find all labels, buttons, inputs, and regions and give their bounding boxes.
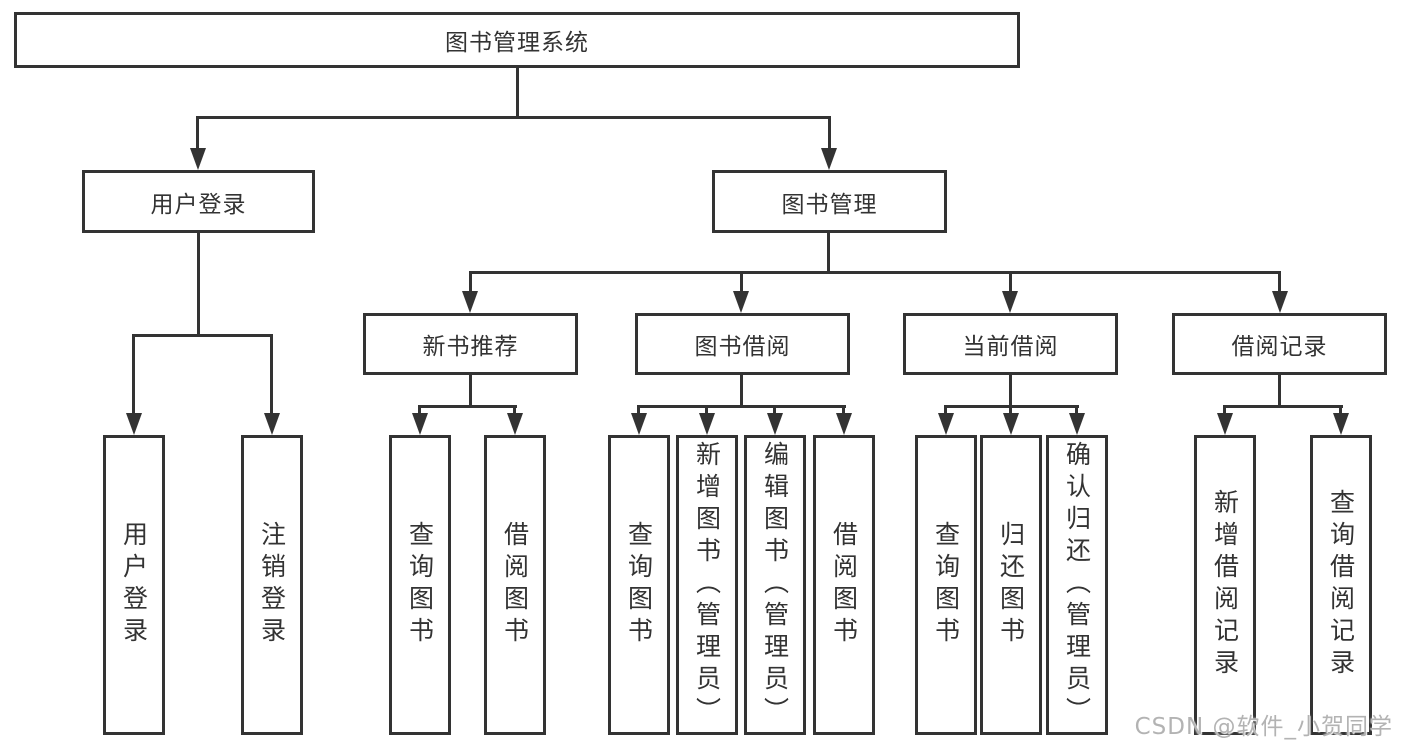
connector-line — [944, 405, 947, 415]
arrow-down-icon — [1069, 413, 1085, 435]
connector-line — [1075, 405, 1078, 415]
leaf-label: 注销登录 — [257, 521, 287, 649]
watermark: CSDN @软件_小贺同学 — [1134, 714, 1393, 740]
connector-line — [1009, 375, 1012, 408]
leaf-label: 新增图书（管理员） — [692, 441, 722, 729]
node-label: 借阅记录 — [1231, 334, 1328, 360]
arrow-down-icon — [938, 413, 954, 435]
node-new-book-recommendation: 新书推荐 — [363, 313, 578, 375]
node-book-borrowing: 图书借阅 — [635, 313, 850, 375]
connector-line — [740, 271, 743, 293]
connector-line — [1278, 271, 1281, 293]
connector-line — [469, 271, 1281, 274]
arrow-down-icon — [733, 291, 749, 313]
node-label: 用户登录 — [150, 191, 247, 218]
arrow-down-icon — [699, 413, 715, 435]
node-book-management: 图书管理 — [712, 170, 947, 233]
arrow-down-icon — [264, 413, 280, 435]
arrow-down-icon — [836, 413, 852, 435]
leaf-user-login: 用户登录 — [103, 435, 165, 735]
leaf-label: 查询图书 — [931, 521, 961, 649]
connector-line — [1278, 375, 1281, 408]
connector-line — [196, 116, 199, 150]
connector-line — [637, 405, 640, 415]
leaf-query-books-borrowing: 查询图书 — [608, 435, 670, 735]
arrow-down-icon — [1003, 413, 1019, 435]
connector-line — [842, 405, 845, 415]
node-label: 图书管理 — [781, 191, 878, 218]
leaf-label: 借阅图书 — [500, 521, 530, 649]
connector-line — [637, 405, 846, 408]
arrow-down-icon — [412, 413, 428, 435]
arrow-down-icon — [631, 413, 647, 435]
connector-line — [740, 375, 743, 408]
connector-line — [1009, 405, 1012, 415]
leaf-query-books-current: 查询图书 — [915, 435, 977, 735]
connector-line — [827, 233, 830, 274]
leaf-label: 借阅图书 — [829, 521, 859, 649]
leaf-label: 新增借阅记录 — [1210, 489, 1240, 681]
connector-line — [705, 405, 708, 415]
arrow-down-icon — [462, 291, 478, 313]
leaf-edit-books-admin: 编辑图书（管理员） — [744, 435, 806, 735]
arrow-down-icon — [507, 413, 523, 435]
node-current-borrowing: 当前借阅 — [903, 313, 1118, 375]
connector-line — [418, 405, 517, 408]
arrow-down-icon — [1002, 291, 1018, 313]
node-label: 图书借阅 — [694, 334, 791, 360]
connector-line — [270, 334, 273, 415]
leaf-add-books-admin: 新增图书（管理员） — [676, 435, 738, 735]
leaf-label: 用户登录 — [119, 521, 149, 649]
connector-line — [197, 116, 831, 119]
connector-line — [773, 405, 776, 415]
connector-line — [197, 233, 200, 337]
leaf-add-borrow-record: 新增借阅记录 — [1194, 435, 1256, 735]
leaf-logout: 注销登录 — [241, 435, 303, 735]
leaf-label: 查询借阅记录 — [1326, 489, 1356, 681]
leaf-confirm-return-admin: 确认归还（管理员） — [1046, 435, 1108, 735]
connector-line — [1339, 405, 1342, 415]
connector-line — [1223, 405, 1226, 415]
arrow-down-icon — [767, 413, 783, 435]
connector-line — [469, 271, 472, 293]
arrow-down-icon — [1272, 291, 1288, 313]
arrow-down-icon — [1333, 413, 1349, 435]
arrow-down-icon — [190, 148, 206, 170]
connector-line — [1009, 271, 1012, 293]
leaf-query-borrow-record: 查询借阅记录 — [1310, 435, 1372, 735]
leaf-borrow-books-recommend: 借阅图书 — [484, 435, 546, 735]
connector-line — [132, 334, 135, 415]
connector-line — [469, 375, 472, 408]
connector-line — [516, 68, 519, 119]
leaf-query-books-recommend: 查询图书 — [389, 435, 451, 735]
arrow-down-icon — [126, 413, 142, 435]
leaf-label: 确认归还（管理员） — [1062, 441, 1092, 729]
arrow-down-icon — [821, 148, 837, 170]
connector-line — [828, 116, 831, 150]
arrow-down-icon — [1217, 413, 1233, 435]
leaf-borrow-books: 借阅图书 — [813, 435, 875, 735]
node-library-management-system: 图书管理系统 — [14, 12, 1020, 68]
node-user-login: 用户登录 — [82, 170, 315, 233]
leaf-label: 查询图书 — [405, 521, 435, 649]
connector-line — [418, 405, 421, 415]
node-label: 图书管理系统 — [445, 30, 589, 56]
node-borrowing-records: 借阅记录 — [1172, 313, 1387, 375]
node-label: 新书推荐 — [422, 334, 519, 360]
leaf-label: 查询图书 — [624, 521, 654, 649]
connector-line — [1223, 405, 1343, 408]
connector-line — [513, 405, 516, 415]
leaf-return-books: 归还图书 — [980, 435, 1042, 735]
leaf-label: 编辑图书（管理员） — [760, 441, 790, 729]
leaf-label: 归还图书 — [996, 521, 1026, 649]
connector-line — [132, 334, 273, 337]
node-label: 当前借阅 — [962, 334, 1059, 360]
